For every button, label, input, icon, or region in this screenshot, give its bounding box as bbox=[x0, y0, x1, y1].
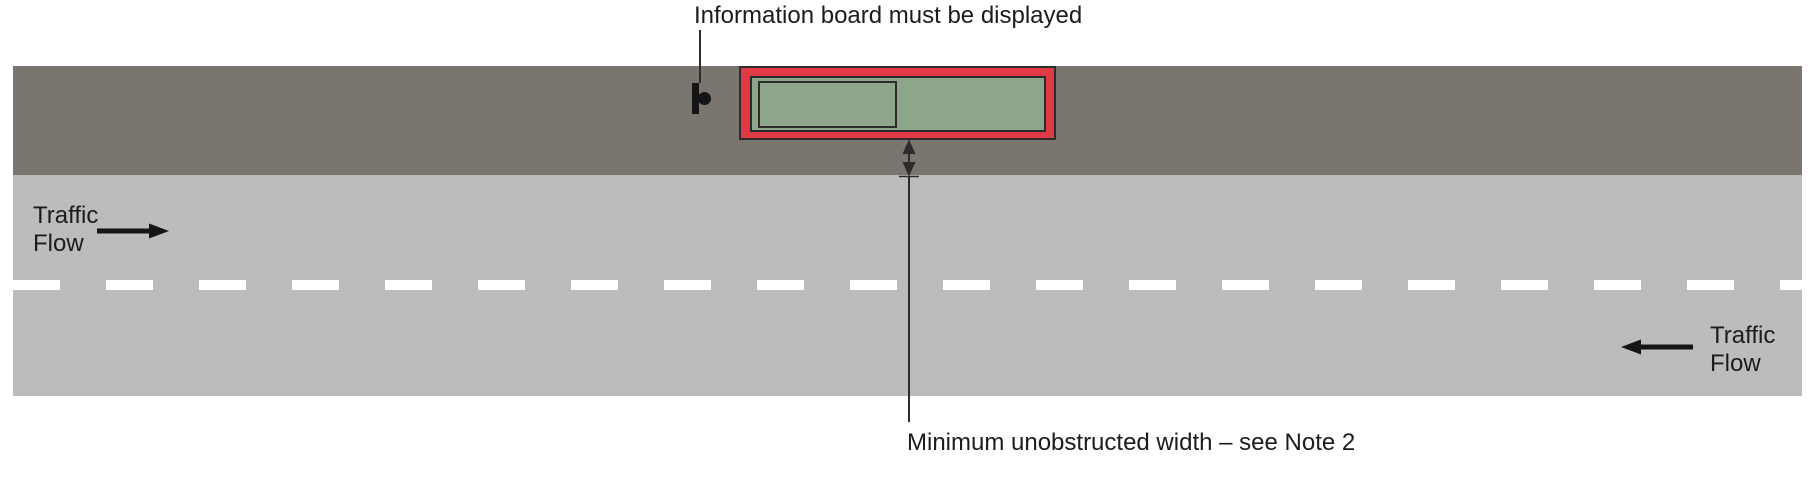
min-width-label: Minimum unobstructed width – see Note 2 bbox=[907, 429, 1356, 456]
information-board-knob bbox=[698, 92, 711, 105]
min-width-extension-line bbox=[908, 177, 910, 422]
information-board-label: Information board must be displayed bbox=[694, 2, 1083, 29]
information-board-post bbox=[692, 83, 699, 114]
works-barrier-enclosure bbox=[739, 66, 1056, 140]
works-inner-area bbox=[758, 81, 897, 128]
lane-divider-dashed-line bbox=[13, 280, 1802, 290]
traffic-arrow-left-icon bbox=[1621, 339, 1693, 355]
traffic-flow-left-line1: Traffic bbox=[33, 202, 99, 229]
information-board-icon bbox=[692, 83, 712, 115]
min-width-dimension-arrow-icon bbox=[899, 139, 919, 178]
traffic-flow-right-line2: Flow bbox=[1710, 350, 1761, 377]
traffic-arrow-right-icon bbox=[97, 223, 169, 239]
traffic-flow-right-line1: Traffic bbox=[1710, 322, 1776, 349]
works-area bbox=[750, 76, 1046, 132]
information-board-leader-line bbox=[699, 30, 701, 83]
traffic-flow-left-line2: Flow bbox=[33, 230, 84, 257]
